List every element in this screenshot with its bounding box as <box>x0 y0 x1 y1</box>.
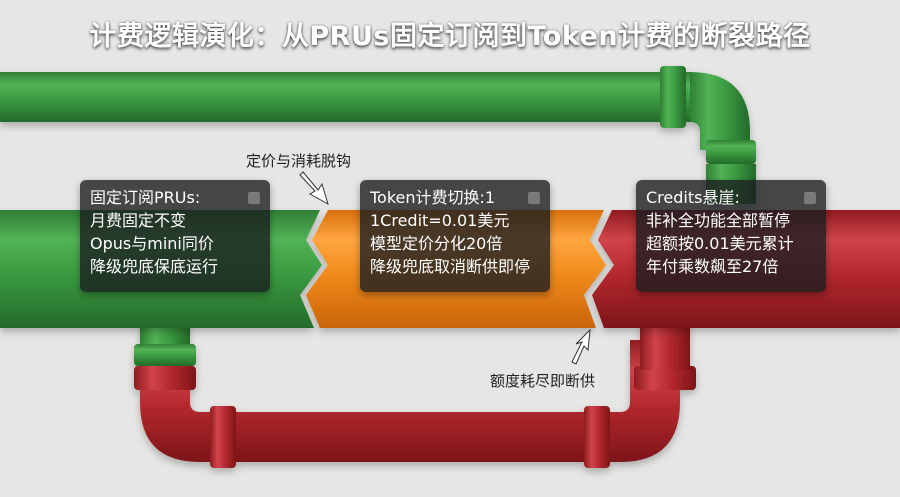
panel-square-icon <box>804 192 816 204</box>
callout-bottom-label: 额度耗尽即断供 <box>490 372 596 390</box>
panel-line: 模型定价分化20倍 <box>370 234 503 253</box>
panel-line: 超额按0.01美元累计 <box>646 234 794 253</box>
panel-heading: Token计费切换:1 <box>370 188 496 207</box>
page-title: 计费逻辑演化：从PRUs固定订阅到Token计费的断裂路径 <box>89 21 811 52</box>
bottom-red-pipe <box>134 320 696 468</box>
panel-heading: Credits悬崖: <box>646 188 740 207</box>
panel-fixed-subscription: 固定订阅PRUs: 月费固定不变 Opus与mini同价 降级兜底保底运行 <box>80 180 270 292</box>
panel-line: 月费固定不变 <box>90 211 187 230</box>
panel-heading: 固定订阅PRUs: <box>90 188 201 207</box>
panel-line: 年付乘数飙至27倍 <box>646 257 779 276</box>
bottom-callout-arrow <box>571 328 591 365</box>
panel-credits-cliff: Credits悬崖: 非补全功能全部暂停 超额按0.01美元累计 年付乘数飙至2… <box>636 180 826 292</box>
panel-line: 1Credit=0.01美元 <box>370 211 510 230</box>
panel-line: 非补全功能全部暂停 <box>646 211 791 230</box>
panel-line: 降级兜底保底运行 <box>90 257 219 276</box>
top-callout-arrow <box>299 171 329 206</box>
panel-line: 降级兜底取消断供即停 <box>370 257 531 276</box>
top-green-pipe <box>0 66 756 204</box>
panel-line: Opus与mini同价 <box>90 234 214 253</box>
panel-square-icon <box>248 192 260 204</box>
panel-square-icon <box>528 192 540 204</box>
callout-top-label: 定价与消耗脱钩 <box>246 152 352 170</box>
panel-token-billing: Token计费切换:1 1Credit=0.01美元 模型定价分化20倍 降级兜… <box>360 180 550 292</box>
